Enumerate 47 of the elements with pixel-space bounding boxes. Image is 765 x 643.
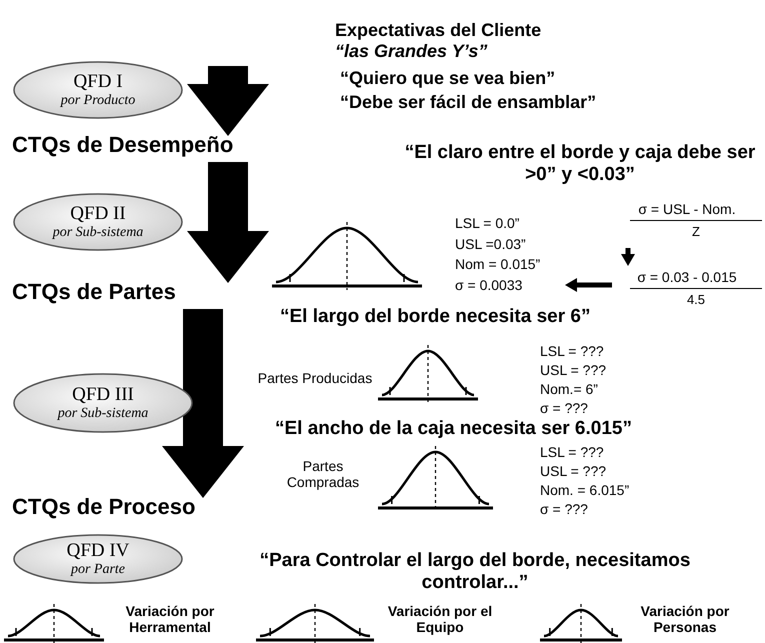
spec-value: Nom.= 6” (540, 381, 599, 398)
stage-subtitle: por Sub-sistema (52, 224, 144, 240)
stage-heading: CTQs de Partes (12, 279, 177, 305)
spec-value: LSL = ??? (540, 444, 605, 460)
spec-value: Nom. = 6.015” (540, 482, 630, 498)
quote-text: “El claro entre el borde y caja debe ser >0” y <0.03” (404, 142, 756, 186)
spec-value: σ = ??? (540, 400, 589, 416)
spec-value: Nom = 0.015” (455, 255, 542, 274)
spec-value: USL = ??? (540, 463, 608, 480)
stage-ellipse (12, 372, 194, 434)
spec-value: LSL = ??? (540, 343, 605, 360)
stage-title: QFD II (70, 204, 126, 225)
spec-value: LSL = 0.0” (455, 214, 520, 233)
stage-heading: CTQs de Proceso (12, 494, 196, 520)
variation-label: Variación por Personas (640, 603, 730, 636)
arrow (565, 278, 612, 292)
part-label: Partes Producidas (256, 370, 374, 386)
variation-label: Variación por Herramental (124, 603, 216, 636)
quote-text: “El ancho de la caja necesita ser 6.015” (275, 418, 633, 440)
quote-text: “El largo del borde necesita ser 6” (280, 306, 592, 328)
stage-subtitle: por Sub-sistema (58, 406, 148, 422)
stage-title: QFD IV (66, 540, 130, 562)
stage-subtitle: por Parte (70, 562, 126, 578)
stage-title: QFD I (73, 72, 123, 93)
arrow (621, 248, 635, 266)
quote-text: “Para Controlar el largo del borde, necesitamos controlar...” (258, 550, 692, 594)
quote-text: “Quiero que se vea bien” (340, 68, 556, 89)
stage-ellipse (12, 192, 184, 252)
stage-title: QFD III (72, 384, 134, 406)
spec-value: USL =0.03” (455, 234, 527, 254)
formula-numerator: σ = USL - Nom. (637, 200, 737, 219)
formula-denominator: Z (630, 220, 762, 243)
stage-ellipse (12, 60, 184, 120)
spec-value: σ = ??? (540, 501, 589, 518)
formula-numerator: σ = 0.03 - 0.015 (636, 268, 738, 287)
spec-value: USL = ??? (540, 362, 608, 378)
stage-ellipse (12, 533, 184, 585)
subheading-text: “las Grandes Y’s” (335, 41, 488, 62)
stage-subtitle: por Producto (60, 92, 136, 108)
part-label: Partes Compradas (286, 458, 360, 490)
quote-text: “Debe ser fácil de ensamblar” (340, 92, 598, 113)
heading-text: Expectativas del Cliente (335, 20, 542, 41)
stage-heading: CTQs de Desempeño (12, 132, 234, 158)
formula-denominator: 4.5 (630, 288, 762, 311)
arrow (187, 66, 269, 136)
spec-value: σ = 0.0033 (455, 276, 524, 294)
variation-label: Variación por el Equipo (386, 603, 494, 636)
